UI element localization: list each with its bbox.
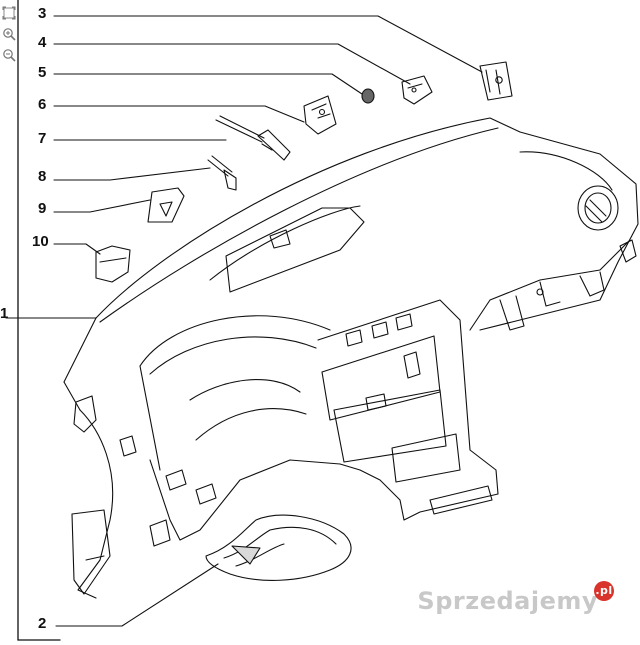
callout-2: 2 bbox=[38, 615, 47, 632]
leader-10 bbox=[53, 243, 101, 255]
zoom-in-icon[interactable] bbox=[2, 27, 16, 41]
part-10-clip bbox=[95, 245, 131, 283]
part-5-grommet bbox=[361, 88, 375, 104]
zoom-out-icon[interactable] bbox=[2, 48, 16, 62]
callout-6: 6 bbox=[38, 96, 47, 113]
part-2-lower-trim bbox=[205, 514, 352, 581]
watermark-badge: .pl bbox=[594, 581, 614, 601]
watermark-text: Sprzedajemy bbox=[417, 587, 598, 615]
callout-8: 8 bbox=[38, 168, 47, 185]
leader-8 bbox=[53, 167, 211, 181]
part-3-bracket bbox=[479, 61, 513, 101]
callout-5: 5 bbox=[38, 64, 47, 81]
leader-2 bbox=[55, 563, 219, 627]
leader-3 bbox=[53, 15, 483, 73]
callout-1: 1 bbox=[0, 305, 9, 322]
callout-3: 3 bbox=[38, 5, 47, 22]
leader-5 bbox=[53, 73, 363, 95]
callout-4: 4 bbox=[38, 34, 47, 51]
sprzedajemy-watermark: Sprzedajemy.pl bbox=[417, 581, 618, 615]
callout-7: 7 bbox=[38, 130, 47, 147]
callout-9: 9 bbox=[38, 200, 47, 217]
leader-9 bbox=[53, 199, 151, 213]
part-4-clip bbox=[401, 75, 433, 105]
leader-6 bbox=[53, 105, 305, 123]
viewer-toolbar bbox=[2, 6, 20, 69]
fit-to-frame-icon[interactable] bbox=[2, 6, 16, 20]
part-1-dashboard bbox=[63, 117, 639, 599]
part-7-rivet bbox=[215, 115, 291, 161]
callout-10: 10 bbox=[32, 233, 49, 250]
part-9-bracket bbox=[147, 187, 185, 223]
part-6-clip bbox=[303, 95, 337, 135]
leader-4 bbox=[53, 43, 411, 85]
part-8-pin bbox=[207, 155, 237, 191]
